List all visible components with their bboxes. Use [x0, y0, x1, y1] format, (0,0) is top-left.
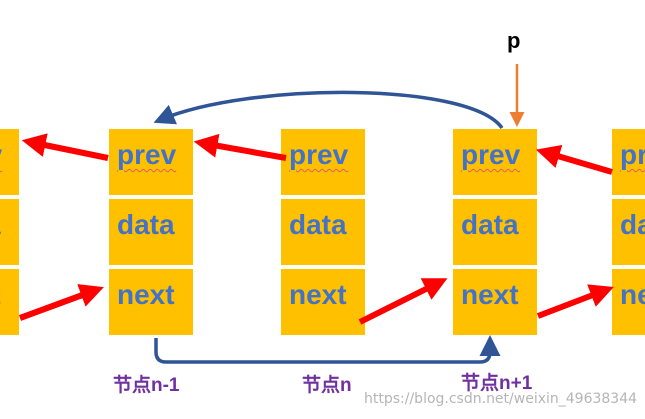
data-field: data	[280, 198, 366, 266]
prev-field: prev	[0, 128, 20, 196]
prev-field: prev	[452, 128, 538, 196]
data-field: data	[108, 198, 194, 266]
data-label: data	[117, 209, 175, 240]
prev-arrow-n	[193, 133, 287, 161]
next-label: next	[620, 279, 645, 310]
prev-label: prev	[117, 139, 177, 170]
pointer-label: p	[507, 28, 521, 53]
data-label: data	[0, 209, 1, 241]
next-field: next	[108, 268, 194, 336]
prev-field: prev	[108, 128, 194, 196]
next-arrow-left-partial	[18, 284, 104, 321]
node-n-minus-1: prev data next	[108, 128, 194, 338]
next-field: next	[452, 268, 538, 336]
node-label-n: 节点n	[302, 375, 352, 396]
next-label: next	[289, 279, 347, 310]
prev-label: prev	[289, 139, 349, 170]
next-label: next	[0, 279, 1, 311]
data-field: data	[452, 198, 538, 266]
node-label-n-minus-1: 节点n-1	[113, 375, 180, 396]
next-field: next	[611, 268, 645, 336]
node-right-partial: prev data next	[611, 128, 645, 338]
data-field: data	[0, 198, 20, 266]
next-label: next	[117, 279, 175, 310]
next-arrow-n-plus-1	[536, 284, 614, 319]
next-arrow-n	[358, 278, 448, 325]
prev-field: prev	[280, 128, 366, 196]
node-left-partial: prev data next	[0, 128, 20, 338]
data-field: data	[611, 198, 645, 266]
watermark: https://blog.csdn.net/weixin_49638344	[364, 391, 638, 407]
prev-arrow-n-minus-1	[21, 133, 109, 161]
node-n-plus-1: prev data next	[452, 128, 538, 338]
next-label: next	[461, 279, 519, 310]
bottom-connector-arrow	[154, 335, 501, 364]
next-field: next	[0, 268, 20, 336]
prev-label: prev	[461, 139, 521, 170]
next-field: next	[280, 268, 366, 336]
data-label: data	[620, 209, 645, 240]
node-n: prev data next	[280, 128, 366, 338]
top-connector-arrow	[153, 90, 504, 130]
prev-label: prev	[620, 139, 645, 170]
data-label: data	[289, 209, 347, 240]
prev-arrow-right-partial	[535, 144, 613, 175]
prev-field: prev	[611, 128, 645, 196]
data-label: data	[461, 209, 519, 240]
node-label-n-plus-1: 节点n+1	[461, 373, 533, 394]
prev-label: prev	[0, 139, 2, 171]
